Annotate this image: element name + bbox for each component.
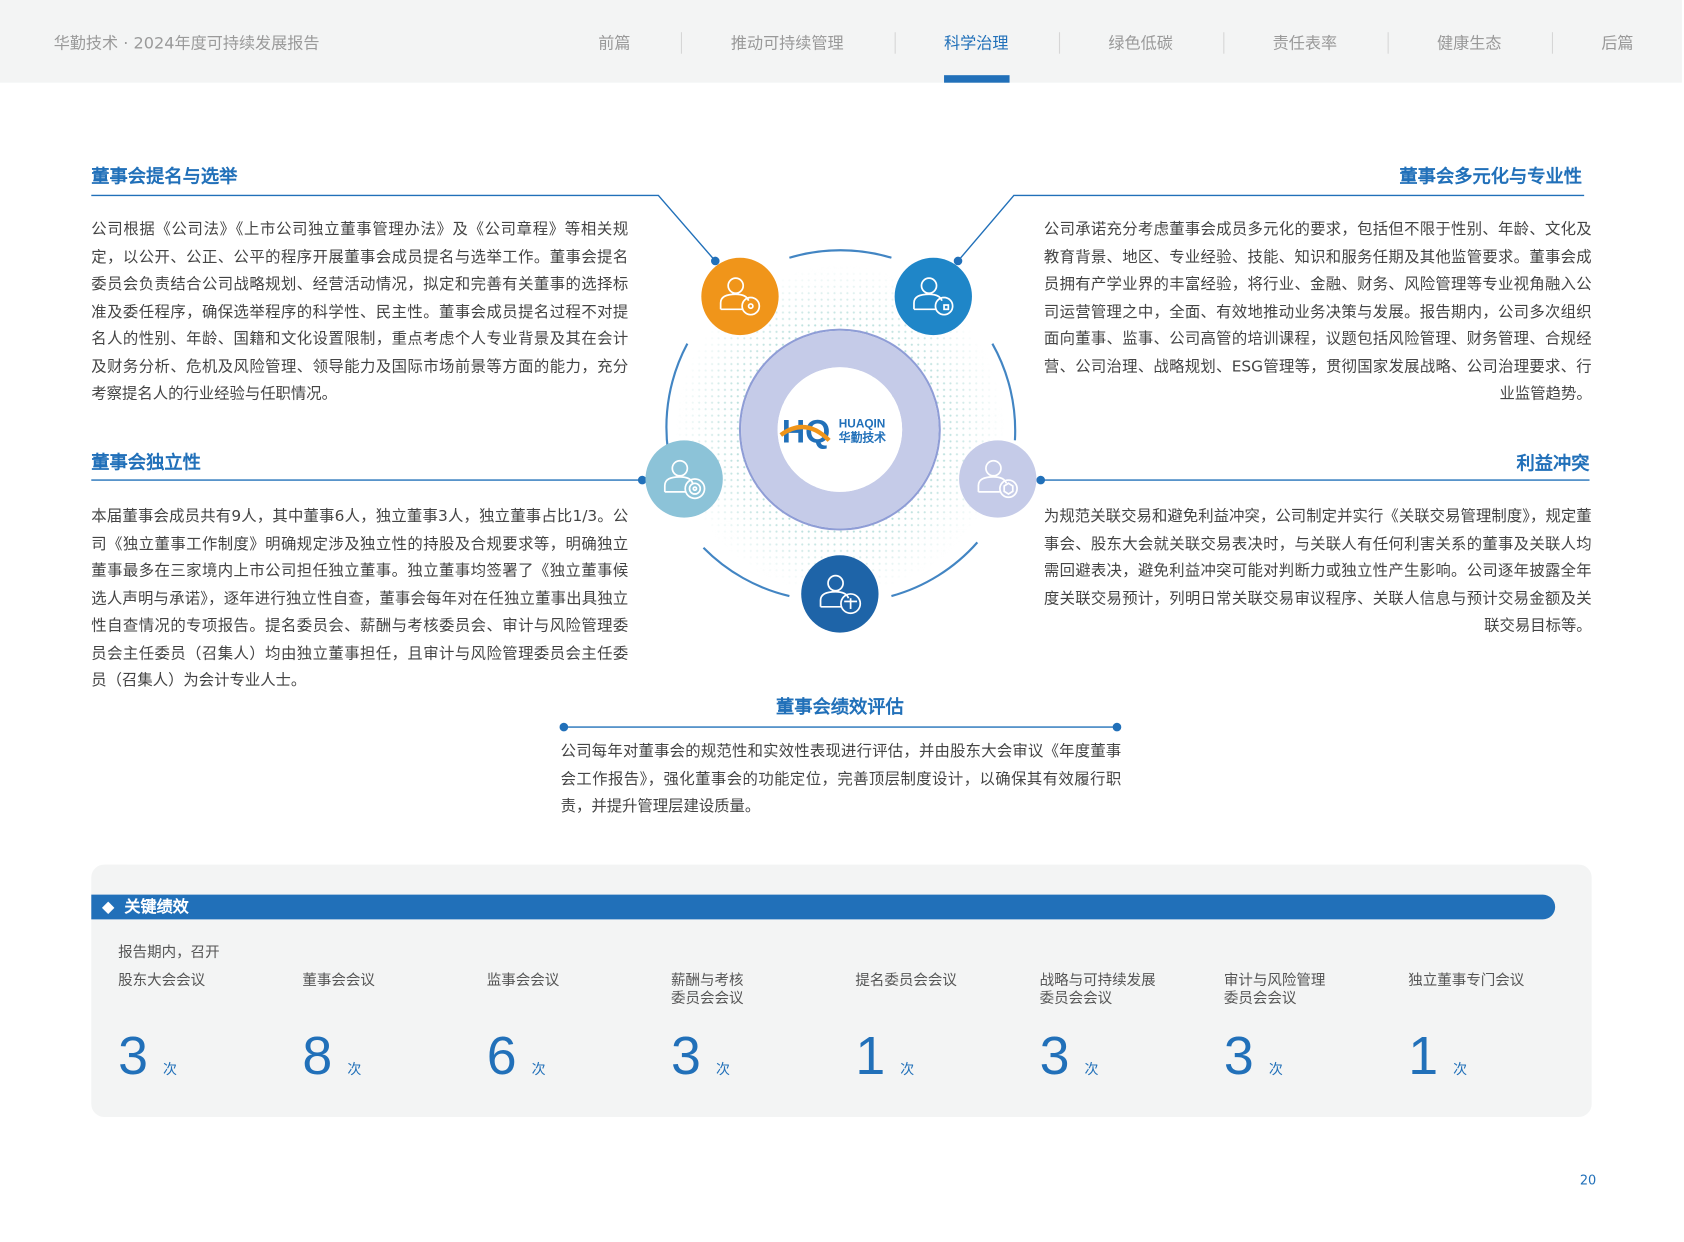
diversity-body: 公司承诺充分考虑董事会成员多元化的要求，包括但不限于性别、年龄、文化及教育背景、… [1043,221,1592,403]
kpi-label: 股东大会会议 [118,971,206,990]
kpi-value: 3 [118,1025,149,1086]
nav-item-preface[interactable]: 前篇 [598,33,631,53]
nav-item-appendix[interactable]: 后篇 [1601,33,1634,53]
connector-dots [559,256,1122,732]
independence-body: 本届董事会成员共有9人，其中董事6人，独立董事3人，独立董事占比1/3。公司《独… [91,508,629,690]
kpi-label: 独立董事专门会议 [1408,971,1525,990]
nav-item-responsibility[interactable]: 责任表率 [1272,33,1338,53]
nomination-icon [701,257,779,336]
huaqin-logo: HQ HUAQIN 华勤技术 [779,413,886,449]
kpi-value: 3 [671,1025,701,1086]
kpi-intro: 报告期内，召开 [118,944,220,962]
connector-lines [91,194,1590,728]
active-tab-indicator [944,75,1010,83]
nav-divider [680,32,682,54]
top-nav-bar: 华勤技术 · 2024年度可持续发展报告 前篇 推动可持续管理 科学治理 绿色低… [0,0,1682,83]
evaluation-icon [801,555,879,633]
independence-icon [645,440,723,518]
kpi-value: 6 [486,1025,517,1086]
kpi-value: 3 [1039,1025,1070,1086]
nav-item-healthy-ecosystem[interactable]: 健康生态 [1437,33,1502,53]
nomination-heading: 董事会提名与选举 [91,166,238,188]
nav-item-governance[interactable]: 科学治理 [944,33,1009,53]
page-number: 20 [1579,1172,1597,1188]
conflict-body: 为规范关联交易和避免利益冲突，公司制定并实行《关联交易管理制度》，规定董事会、股… [1043,508,1592,635]
kpi-value: 1 [855,1025,886,1086]
kpi-unit: 次 [163,1061,178,1078]
kpi-label: 董事会会议 [302,971,375,990]
kpi-label: 审计与风险管理 委员会会议 [1223,971,1326,1008]
diamond-icon: ◆ [102,896,115,917]
kpi-unit: 次 [347,1061,362,1078]
kpi-unit: 次 [531,1061,546,1078]
independence-heading: 董事会独立性 [91,452,201,474]
kpi-unit: 次 [1453,1061,1468,1078]
nav-divider [1387,32,1389,54]
nav-item-sustainability-management[interactable]: 推动可持续管理 [730,33,844,53]
person-glyphs [663,277,1018,615]
kpi-label: 监事会会议 [486,971,560,990]
conflict-heading: 利益冲突 [1516,453,1590,475]
nomination-body: 公司根据《公司法》《上市公司独立董事管理办法》及《公司章程》等相关规定，以公开、… [91,221,629,403]
kpi-unit: 次 [1268,1061,1283,1078]
kpi-value: 1 [1408,1025,1439,1086]
kpi-title-bar: ◆ 关键绩效 [91,894,1556,920]
document-title: 华勤技术 · 2024年度可持续发展报告 [53,33,320,53]
kpi-label: 战略与可持续发展 委员会会议 [1039,971,1156,1008]
kpi-unit: 次 [900,1061,915,1078]
nav-divider [1058,32,1061,54]
svg-text:HUAQIN: HUAQIN [839,416,886,430]
nav-divider [894,32,896,54]
kpi-value: 3 [1223,1025,1254,1086]
orbit-arcs [665,249,1017,598]
svg-text:华勤技术: 华勤技术 [839,430,886,444]
center-ring [741,330,939,529]
conflict-icon [959,440,1037,518]
evaluation-body: 公司每年对董事会的规范性和实效性表现进行评估，并由股东大会审议《年度董事会工作报… [560,743,1122,816]
diversity-icon [894,257,972,336]
kpi-unit: 次 [715,1061,730,1078]
nav-divider [1223,32,1225,54]
diversity-heading: 董事会多元化与专业性 [1399,166,1583,188]
kpi-label: 薪酬与考核 委员会会议 [671,971,744,1008]
nav-item-green-low-carbon[interactable]: 绿色低碳 [1108,33,1173,53]
evaluation-heading: 董事会绩效评估 [775,697,904,719]
kpi-title: 关键绩效 [124,896,189,917]
nav-divider [1551,32,1554,54]
kpi-unit: 次 [1084,1061,1099,1078]
kpi-label: 提名委员会会议 [855,971,957,990]
kpi-value: 8 [302,1025,333,1086]
